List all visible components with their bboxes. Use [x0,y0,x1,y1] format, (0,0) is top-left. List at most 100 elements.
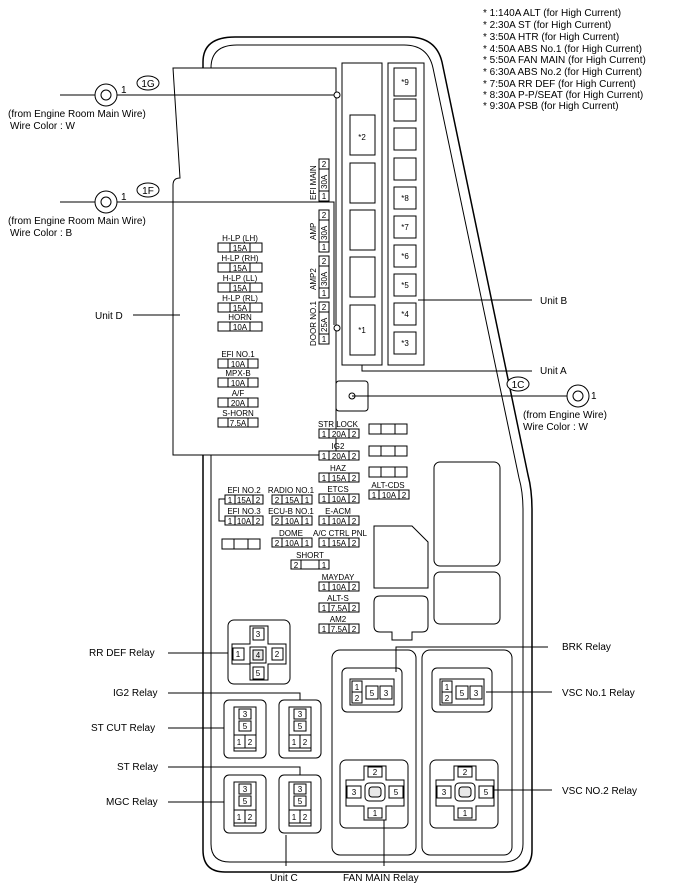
fuse-amp: 10A [332,495,347,504]
relay-pin [244,734,257,749]
relay-pin-label: 1 [237,813,242,822]
fuse-pin-label: 1 [322,452,327,461]
fuse-pin-label: 2 [294,561,299,570]
note-9: * 9:30A PSB (for High Current) [483,101,619,112]
relay-label: MGC Relay [106,797,158,808]
fuse-pin [217,282,231,293]
fuse-amp: 7.5A [331,625,348,634]
fuse-pin-label: 2 [322,211,327,220]
relay-pin [351,691,363,704]
relay-pin-label: 3 [474,689,479,698]
fuse-pin-label: 2 [352,452,357,461]
fuse-label: EFI NO.2 [227,486,261,495]
fuse-pin-label: 2 [402,491,407,500]
fuse-amp: 25A [320,317,329,332]
relay-pin-label: 5 [243,797,248,806]
relay-pin-label: 3 [298,785,303,794]
ig2-relay: 3 5 1 2 IG2 Relay [113,688,322,759]
fuse-pin-label: 1 [322,625,327,634]
relay-pin [271,647,284,661]
relay-pin-label: 5 [370,689,375,698]
fuse-pin-label: 1 [372,491,377,500]
fuse-pin-label: 2 [352,604,357,613]
fuse-amp: 10A [231,360,246,369]
relay-pin-core [368,786,382,798]
relay-pin [388,785,404,799]
fuse-pin-label: 2 [352,517,357,526]
relay-pin-label: 2 [303,738,308,747]
relay-pin [457,807,473,819]
fuse-bridge [218,498,225,522]
connector-tag [136,182,160,198]
fuse-amp: 15A [233,284,248,293]
ring-terminal-hole [100,89,112,101]
fuse-pin [318,333,330,345]
relay-label: BRK Relay [562,642,611,653]
fuse-pin [217,302,231,313]
fuse-amp: 10A [332,583,347,592]
fuse-pin [318,241,330,253]
empty-relay-cavity [433,461,501,567]
fuse-pin [348,493,360,504]
fuse-pin [301,494,313,505]
relay-pin-label: 5 [298,722,303,731]
connector-source: (from Engine Room Main Wire) [8,216,146,227]
fuse-pin [249,242,263,253]
fuse-pin-label: 1 [322,192,327,201]
fuse-amp: 20A [332,430,347,439]
relay-label: VSC NO.2 Relay [562,786,637,797]
relay-pin [367,766,383,778]
fuse-pin-label: 2 [322,303,327,312]
connector-1c: 1 1C (from Engine Wire) Wire Color : W [335,376,607,433]
fuse-amp: 10A [231,379,246,388]
brk-relay-socket [373,595,429,641]
fuse-amp: 7.5A [230,419,247,428]
relay-pin-core [252,649,264,661]
relay-pin-label: 4 [256,651,261,660]
relay-pin [379,685,393,700]
fuse-pin-label: 2 [256,496,261,505]
left-fuse-group: EFI NO.2 1 15A 2 EFI NO.3 1 10A 2 RADIO … [218,486,315,548]
relay-pin-label: 2 [373,768,378,777]
relay-pin [299,809,312,824]
relay-pin-label: 3 [243,785,248,794]
relay-pin-label: 2 [275,650,280,659]
fuse-pin-label: 1 [322,495,327,504]
relay-pin-label: 1 [292,813,297,822]
fuse-label: DOME [279,529,303,538]
block-outline-outer [202,36,533,873]
connector-tag [136,75,160,91]
fuse-pin-label: 2 [352,539,357,548]
unit-a-slot [349,209,376,251]
relay-label: RR DEF Relay [89,648,155,659]
fuse-pin [348,623,360,634]
relay-pin [238,720,252,732]
relay-pin [469,685,483,700]
relay-pin [238,708,252,720]
fuse-pin-label: 2 [275,517,280,526]
connector-pin: 1 [591,391,597,402]
fuse-pin-label: 1 [305,539,310,548]
unit-a-mark: *2 [358,133,366,142]
relay-pin-label: 5 [298,797,303,806]
fuse-pin [249,321,263,332]
unit-d-housing [172,67,337,456]
relay-pin [232,647,245,661]
fuse-label: HAZ [330,464,346,473]
connector-1g: 1 1G (from Engine Room Main Wire) Wire C… [8,75,341,132]
connector-wire-color: Wire Color : W [10,121,76,132]
fuse-pin [348,515,360,526]
fuse-pin [249,302,263,313]
note-8: * 8:30A P-P/SEAT (for High Current) [483,90,643,101]
fuse-pin-label: 1 [322,539,327,548]
note-6: * 6:30A ABS No.2 (for High Current) [483,67,642,78]
st-cut-relay: 3 5 1 2 ST CUT Relay [91,699,267,759]
fuse-pin [318,190,330,202]
fuse-pin [348,428,360,439]
connector-lead [117,201,335,325]
relay-pin-label: 3 [298,710,303,719]
relay-pin-core [458,786,472,798]
vsc2-relay: 2 3 5 1 VSC NO.2 Relay [429,759,637,829]
relay-pin [436,785,452,799]
relay-label: ST CUT Relay [91,723,155,734]
